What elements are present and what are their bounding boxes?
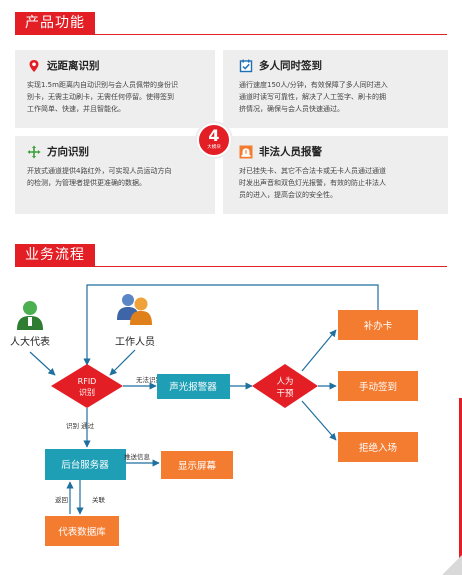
staff-people-icon [117, 294, 152, 325]
feature-title: 非法人员报警 [259, 146, 322, 158]
side-accent-bar [459, 398, 462, 558]
manual-signin-label: 手动签到 [359, 381, 397, 393]
feature-title: 多人同时签到 [259, 60, 322, 72]
flow-connectors [29, 284, 379, 515]
edge-manual-to-reissue [301, 329, 337, 372]
badge-label: 大模块 [207, 145, 221, 150]
feature-description: 通行速度150人/分钟，有效保障了多人同时进入 通道时读写可靠性，解决了人工签字… [239, 81, 388, 113]
feature-card-illegal-alarm: 非法人员报警 对已挂失卡、其它不合法卡或无卡人员通过通道 时发出声音和双色灯光报… [223, 136, 448, 214]
deputy-label: 人大代表 [10, 335, 50, 348]
edge-deputy-to-rfid [29, 351, 56, 376]
alarm-box-label: 声光报警器 [169, 381, 217, 393]
feature-description: 开放式通道提供4路红外，可实现人员运动方向 的检测，为管理者提供更准确的数据。 [27, 167, 172, 187]
edge-staff-to-rfid [109, 349, 136, 376]
four-modules-badge: 4 大模块 [197, 123, 231, 157]
alarm-box [157, 374, 230, 399]
feature-card-long-range: 远距离识别 实现1.5m距离内自动识别与会人员佩带的身份识 别卡，无需主动刷卡，… [15, 50, 215, 128]
manual-intervention-diamond [252, 364, 318, 408]
edge-label-no-recognition: 无法识别 [136, 375, 162, 384]
feature-description: 对已挂失卡、其它不合法卡或无卡人员通过通道 时发出声音和双色灯光报警，有效的防止… [239, 167, 386, 199]
feature-title: 远距离识别 [47, 60, 100, 72]
feature-card-direction: 方向识别 开放式通道提供4路红外，可实现人员运动方向 的检测，为管理者提供更准确… [15, 136, 215, 214]
backend-server-box [45, 449, 126, 480]
badge-number: 4 [208, 126, 220, 145]
edge-label-recognize-pass: 识别 通过 [66, 421, 95, 430]
deputy-database-label: 代表数据库 [58, 526, 106, 538]
rfid-label-line2: 识别 [79, 388, 95, 397]
edge-label-push-info: 推送信息 [124, 452, 151, 461]
section-divider [15, 266, 447, 267]
rfid-diamond [51, 364, 123, 408]
checkbox-icon [239, 59, 253, 72]
alarm-icon [239, 145, 253, 158]
edge-label-link: 关联 [92, 495, 106, 504]
manual-label-line2: 干预 [276, 388, 294, 399]
loop-reissue-to-rfid [83, 284, 379, 366]
staff-label: 工作人员 [115, 336, 155, 348]
manual-label-line1: 人为 [276, 376, 293, 387]
deputy-database-box [45, 516, 119, 546]
edge-label-return: 返回 [55, 496, 68, 504]
backend-server-label: 后台服务器 [61, 459, 109, 471]
deny-entry-box [338, 432, 418, 462]
section-divider [15, 34, 447, 35]
manual-signin-box [338, 371, 418, 401]
display-screen-box [161, 451, 233, 479]
deputy-person-icon [17, 301, 43, 330]
reissue-card-box [338, 310, 418, 340]
feature-card-multi-signin: 多人同时签到 通行速度150人/分钟，有效保障了多人同时进入 通道时读写可靠性，… [223, 50, 448, 128]
direction-arrows-icon [27, 145, 41, 158]
edge-manual-to-deny [301, 400, 337, 441]
section-title-business-flow: 业务流程 [15, 244, 95, 266]
reissue-card-label: 补办卡 [364, 320, 393, 332]
feature-title: 方向识别 [47, 146, 89, 158]
page-corner-fold [442, 555, 462, 575]
feature-description: 实现1.5m距离内自动识别与会人员佩带的身份识 别卡，无需主动刷卡，无需任何停留… [27, 81, 178, 113]
section-title-product-features: 产品功能 [15, 12, 95, 34]
location-pin-icon [29, 59, 39, 72]
deny-entry-label: 拒绝入场 [359, 442, 397, 454]
rfid-label-line1: RFID [78, 377, 97, 386]
display-screen-label: 显示屏幕 [178, 460, 217, 472]
